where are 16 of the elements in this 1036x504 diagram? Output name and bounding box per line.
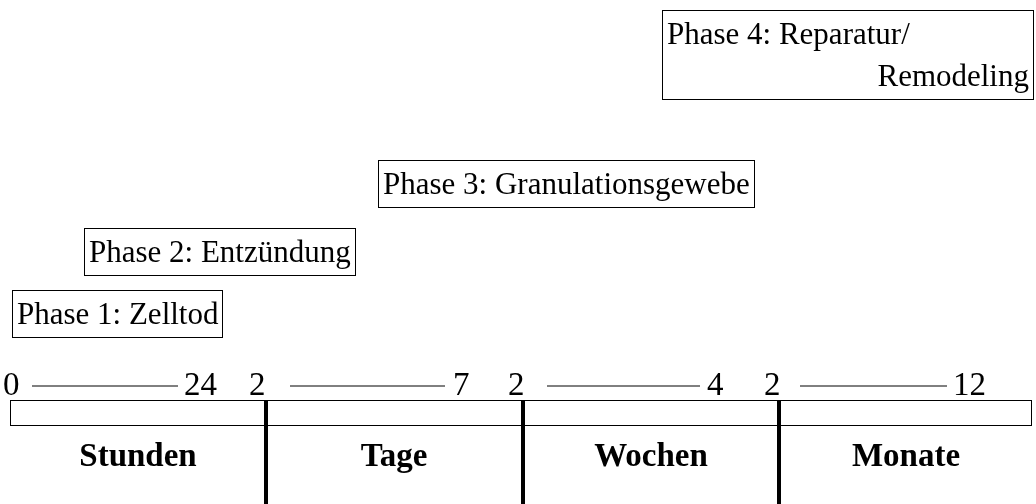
time-unit-label: Tage — [360, 437, 428, 473]
time-value: 24 — [184, 366, 217, 402]
phase-box: Phase 4: Reparatur/ Remodeling — [662, 10, 1034, 100]
time-value: 0 — [3, 366, 20, 402]
time-unit-label: Stunden — [79, 437, 197, 473]
phase-box: Phase 3: Granulationsgewebe — [378, 160, 755, 208]
time-value: 2 — [249, 366, 266, 402]
time-value: 2 — [764, 366, 781, 402]
time-unit-label: Wochen — [594, 437, 708, 473]
time-unit-label: Monate — [851, 437, 961, 473]
time-value: 7 — [453, 366, 470, 402]
time-value: 2 — [508, 366, 525, 402]
time-value: 12 — [953, 366, 986, 402]
phase-box: Phase 1: Zelltod — [12, 290, 224, 338]
phase-box: Phase 2: Entzündung — [84, 228, 356, 276]
time-value: 4 — [707, 366, 724, 402]
